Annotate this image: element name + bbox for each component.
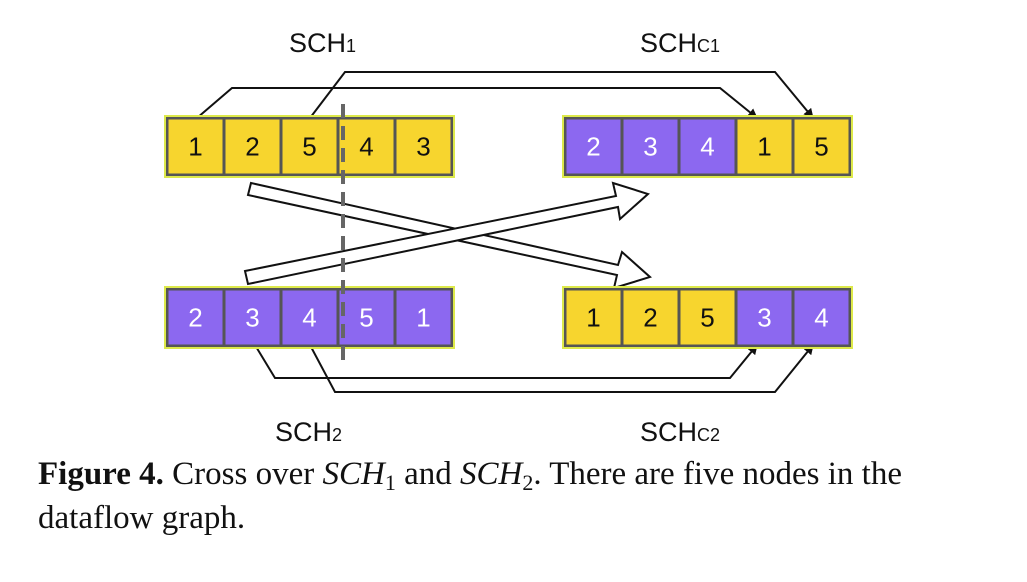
sch2-cell-5-label: 1	[416, 303, 430, 333]
sch2-cell-4-label: 5	[359, 303, 373, 333]
arrow-gene-4	[309, 344, 814, 393]
label-sch2: SCH2	[275, 417, 342, 447]
sch1-cell-1-label: 1	[188, 132, 202, 162]
schc1-cell-4	[734, 116, 795, 177]
schc2-outline	[562, 286, 853, 349]
sch1-cell-2	[222, 116, 283, 177]
sch2-cell-2-label: 3	[245, 303, 259, 333]
schc2-cell-5	[791, 287, 852, 348]
arrow-gene-1	[196, 87, 758, 119]
schc1-cell-5-label: 5	[814, 132, 828, 162]
sch2-cell-5	[393, 287, 454, 348]
sequence-schc1: 2 3 4 1 5	[562, 115, 853, 178]
schc2-cell-3	[677, 287, 738, 348]
sch2-cell-4	[336, 287, 397, 348]
sch2-outline	[164, 286, 455, 349]
sch1-outline	[164, 115, 455, 178]
schc1-cell-3-label: 4	[700, 132, 714, 162]
cross-arrow-up	[243, 181, 650, 286]
sch2-cell-3	[279, 287, 340, 348]
caption-figure-number: Figure 4.	[38, 456, 164, 492]
schc1-outline	[562, 115, 853, 178]
sch1-cell-4	[336, 116, 397, 177]
arrow-gene-3	[254, 344, 758, 379]
schc1-cell-2-label: 3	[643, 132, 657, 162]
schc1-cell-5	[791, 116, 852, 177]
schc2-cell-5-label: 4	[814, 303, 828, 333]
schc2-cell-3-label: 5	[700, 303, 714, 333]
label-sch1: SCH1	[289, 28, 356, 58]
sch2-cell-3-label: 4	[302, 303, 316, 333]
sch1-cell-5	[393, 116, 454, 177]
label-schc2: SCHC2	[640, 417, 720, 447]
sch2-cell-1-label: 2	[188, 303, 202, 333]
sequence-sch2: 2 3 4 5 1	[164, 286, 455, 349]
schc2-cell-4-label: 3	[757, 303, 771, 333]
schc2-cell-1-label: 1	[586, 303, 600, 333]
schc1-cell-4-label: 1	[757, 132, 771, 162]
sch1-cell-3-label: 5	[302, 132, 316, 162]
sequence-sch1: 1 2 5 4 3	[164, 115, 455, 178]
arrow-gene-5	[309, 71, 814, 119]
schc1-cell-1	[563, 116, 624, 177]
schc1-cell-1-label: 2	[586, 132, 600, 162]
schc2-cell-2-label: 2	[643, 303, 657, 333]
sch1-cell-5-label: 3	[416, 132, 430, 162]
sch1-cell-4-label: 4	[359, 132, 373, 162]
sch2-cell-1	[165, 287, 226, 348]
sch1-cell-1	[165, 116, 226, 177]
sch1-cell-2-label: 2	[245, 132, 259, 162]
figure-caption: Figure 4. Cross over SCH1 and SCH2. Ther…	[38, 456, 902, 536]
schc2-cell-2	[620, 287, 681, 348]
label-schc1: SCHC1	[640, 28, 720, 58]
sch2-cell-2	[222, 287, 283, 348]
sequence-schc2: 1 2 5 3 4	[562, 286, 853, 349]
schc1-cell-3	[677, 116, 738, 177]
